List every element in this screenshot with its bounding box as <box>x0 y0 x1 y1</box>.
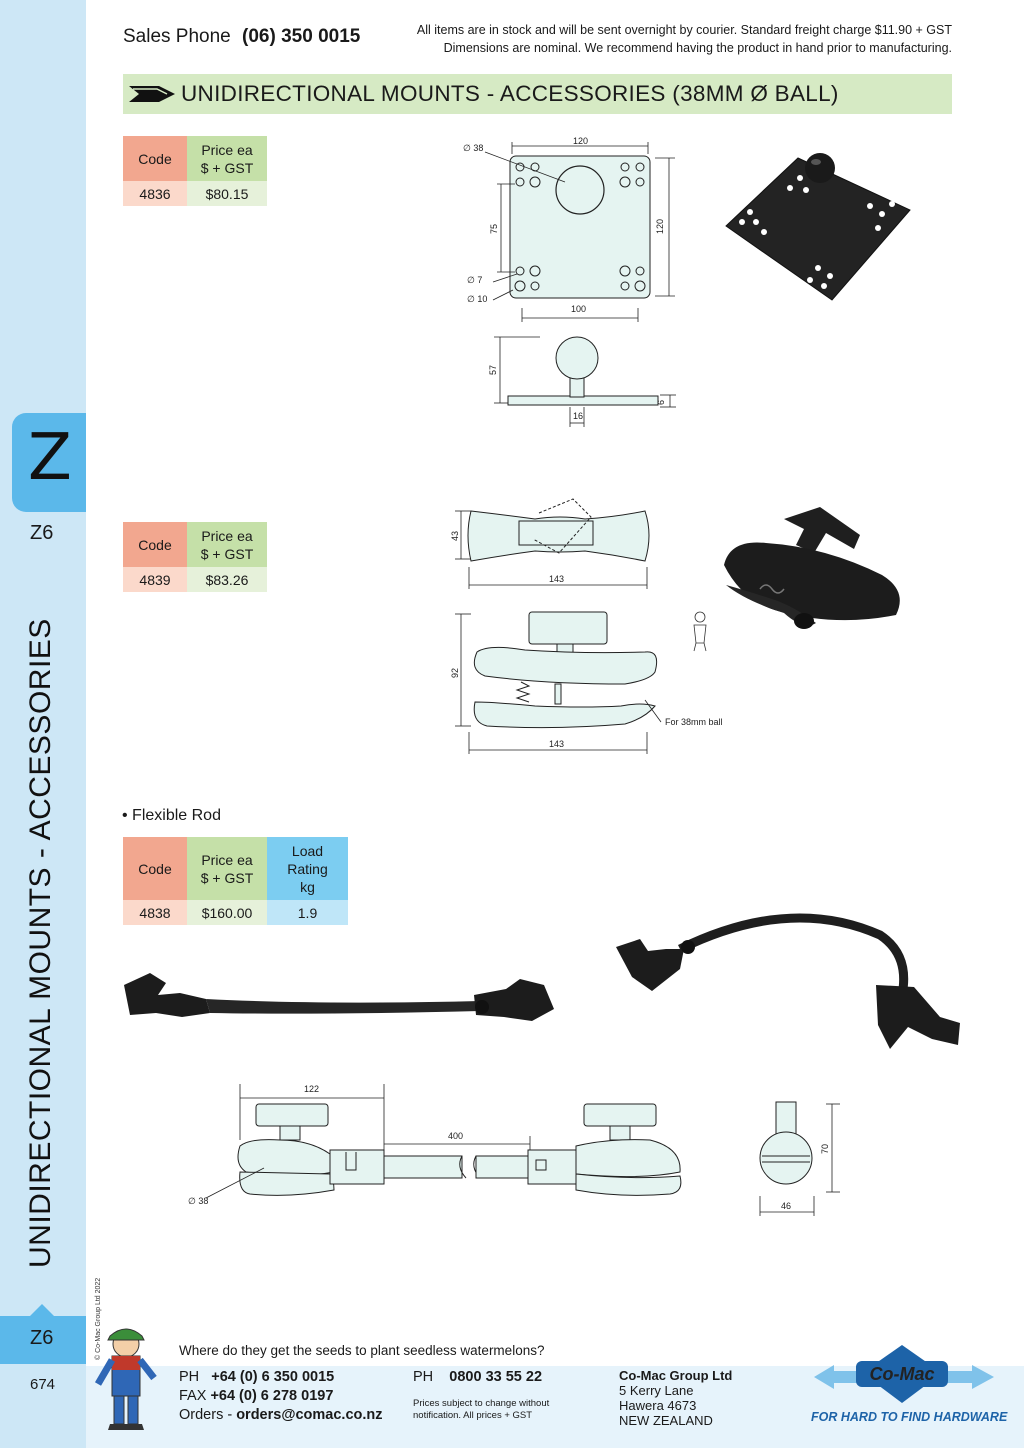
hole-spacing-h-label: 100 <box>571 304 586 314</box>
fax-line: FAX +64 (0) 6 278 0197 <box>179 1388 334 1404</box>
price-table-4836: Code Price ea$ + GST 4836 $80.15 <box>123 136 267 206</box>
comac-logo[interactable]: Co-Mac <box>810 1343 996 1407</box>
clamp-top-diagram: 43 143 <box>450 498 650 589</box>
product-load-rating: 1.9 <box>267 900 348 925</box>
price-table-4839: Code Price ea$ + GST 4839 $83.26 <box>123 522 267 592</box>
clamp-product-photo <box>693 507 900 652</box>
price-header: Price ea$ + GST <box>187 136 267 181</box>
freephone-line: PH 0800 33 55 22 <box>413 1369 543 1385</box>
end-height-label: 70 <box>820 1144 830 1154</box>
sales-phone-number[interactable]: (06) 350 0015 <box>242 26 361 47</box>
ball-dia-label: ∅ 38 <box>463 143 483 153</box>
price-header: Price ea$ + GST <box>187 522 267 567</box>
page-title: UNIDIRECTIONAL MOUNTS - ACCESSORIES (38M… <box>181 81 839 106</box>
hole-spacing-v-label: 75 <box>489 224 499 234</box>
vertical-section-title: UNIDIRECTIONAL MOUNTS - ACCESSORIES <box>24 618 57 1268</box>
plate-side-diagram: 57 6 16 <box>488 336 676 427</box>
sales-phone-label: Sales Phone <box>123 26 231 47</box>
section-code-bottom: Z6 <box>30 1327 54 1349</box>
logo-text: Co-Mac <box>869 1364 934 1384</box>
header-notes: All items are in stock and will be sent … <box>352 21 952 57</box>
clamp-width-top-label: 143 <box>549 574 564 584</box>
product-price: $160.00 <box>187 900 267 925</box>
hole-small-label: ∅ 7 <box>467 275 482 285</box>
rod-ball-dia-label: ∅ 38 <box>188 1196 208 1206</box>
clamp-height-side-label: 92 <box>450 668 460 678</box>
freephone-number[interactable]: 0800 33 55 22 <box>449 1369 543 1385</box>
ball-note-label: For 38mm ball <box>665 717 723 727</box>
price-header: Price ea$ + GST <box>187 837 267 900</box>
product-code[interactable]: 4836 <box>123 181 187 206</box>
section-letter-tab[interactable]: Z <box>12 413 86 512</box>
clamp-width-side-label: 143 <box>549 739 564 749</box>
flexible-rod-diagram: 122 400 ∅ 38 <box>188 1084 682 1206</box>
flexible-rod-bent-photo <box>616 913 960 1049</box>
orders-email[interactable]: orders@comac.co.nz <box>236 1407 383 1423</box>
company-tagline: FOR HARD TO FIND HARDWARE <box>811 1410 1008 1424</box>
section-code-tab[interactable]: Z6 <box>0 1304 86 1364</box>
arrow-icon <box>129 86 175 102</box>
plate-product-photo <box>725 153 911 301</box>
neck-width-label: 16 <box>573 411 583 421</box>
clamp-height-top-label: 43 <box>450 531 460 541</box>
end-width-label: 46 <box>781 1201 791 1211</box>
code-header: Code <box>123 522 187 567</box>
company-name: Co-Mac Group Ltd <box>619 1368 733 1383</box>
product-price: $83.26 <box>187 567 267 592</box>
rod-length-label: 400 <box>448 1131 463 1141</box>
plate-height-label: 120 <box>655 219 665 234</box>
plate-width-label: 120 <box>573 136 588 146</box>
phone-line: PH +64 (0) 6 350 0015 <box>179 1369 335 1385</box>
plate-thickness-label: 6 <box>656 400 666 405</box>
section-letter: Z <box>28 421 72 495</box>
flexible-rod-straight-photo <box>124 973 554 1021</box>
clamp-side-diagram: 92 143 For 38mm ball <box>450 611 723 754</box>
sidebar: Z Z6 UNIDIRECTIONAL MOUNTS - ACCESSORIES… <box>0 0 102 1448</box>
plate-top-diagram: 120 120 75 100 ∅ 38 ∅ 7 ∅ 10 <box>463 136 675 322</box>
pricing-fine-print: Prices subject to change without notific… <box>413 1398 550 1421</box>
sales-phone: Sales Phone (06) 350 0015 <box>123 26 360 48</box>
arm-width-label: 122 <box>304 1084 319 1094</box>
hole-large-label: ∅ 10 <box>467 294 487 304</box>
company-address: Co-Mac Group Ltd 5 Kerry Lane Hawera 467… <box>619 1368 733 1428</box>
product-code[interactable]: 4838 <box>123 900 187 925</box>
dimensions-note: Dimensions are nominal. We recommend hav… <box>443 41 952 55</box>
code-header: Code <box>123 136 187 181</box>
section-code: Z6 <box>30 522 54 544</box>
flexible-rod-label: • Flexible Rod <box>122 807 221 824</box>
freight-note: All items are in stock and will be sent … <box>416 23 952 37</box>
page-number: 674 <box>30 1376 56 1393</box>
trivia-question: Where do they get the seeds to plant see… <box>179 1343 545 1358</box>
orders-line: Orders - orders@comac.co.nz <box>179 1407 383 1423</box>
code-header: Code <box>123 837 187 900</box>
product-price: $80.15 <box>187 181 267 206</box>
phone-number[interactable]: +64 (0) 6 350 0015 <box>211 1369 335 1385</box>
section-title-bar: UNIDIRECTIONAL MOUNTS - ACCESSORIES (38M… <box>123 74 952 114</box>
rod-end-diagram: 70 46 <box>759 1101 840 1216</box>
mascot-illustration <box>94 1328 157 1430</box>
product-code[interactable]: 4839 <box>123 567 187 592</box>
ball-height-label: 57 <box>488 365 498 375</box>
fax-number: +64 (0) 6 278 0197 <box>210 1388 334 1404</box>
